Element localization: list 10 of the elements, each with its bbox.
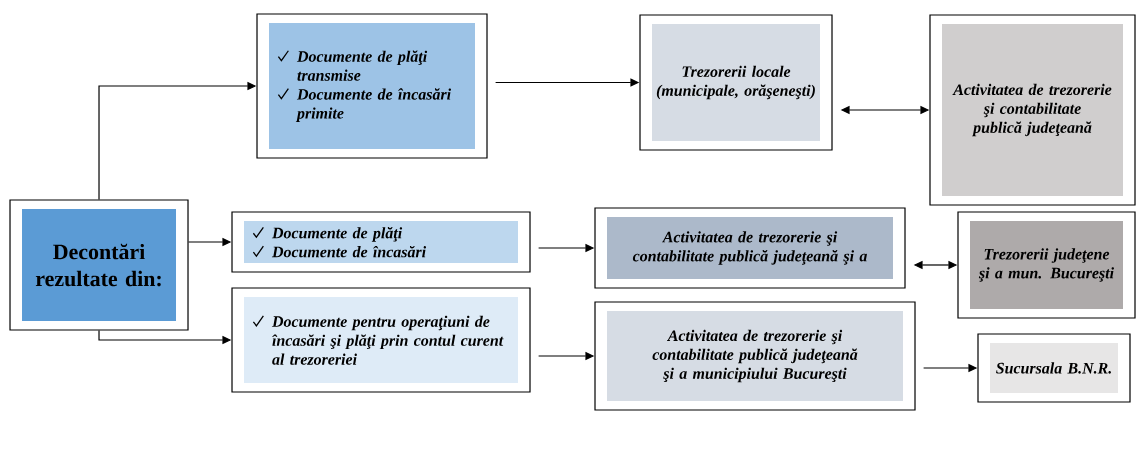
process-box: Sucursala B.N.R. [977,333,1131,403]
process-box: Activitatea de trezorerie şi contabilitate publică judeţeană [929,14,1136,206]
process-box: Decontări rezultate din: [9,199,189,331]
process-box: Trezorerii judeţene şi a mun. Bucureşti [957,211,1136,319]
process-box: Documente de plăţi transmise Documente de încasări primite [256,13,488,159]
process-box: Documente de plăţi Documente de încasări [231,211,531,273]
process-box: Activitatea de trezorerie şi contabilitate publică judeţeană şi a [594,207,906,289]
process-box: Trezorerii locale (municipale, orăşeneşti) [639,14,833,151]
process-box: Documente pentru operaţiuni de încasări şi plăţi prin contul curent al trezoreriei [231,287,531,393]
process-box: Activitatea de trezorerie şi contabilitate publică judeţeană şi a municipiului Bucureşti [594,301,916,411]
